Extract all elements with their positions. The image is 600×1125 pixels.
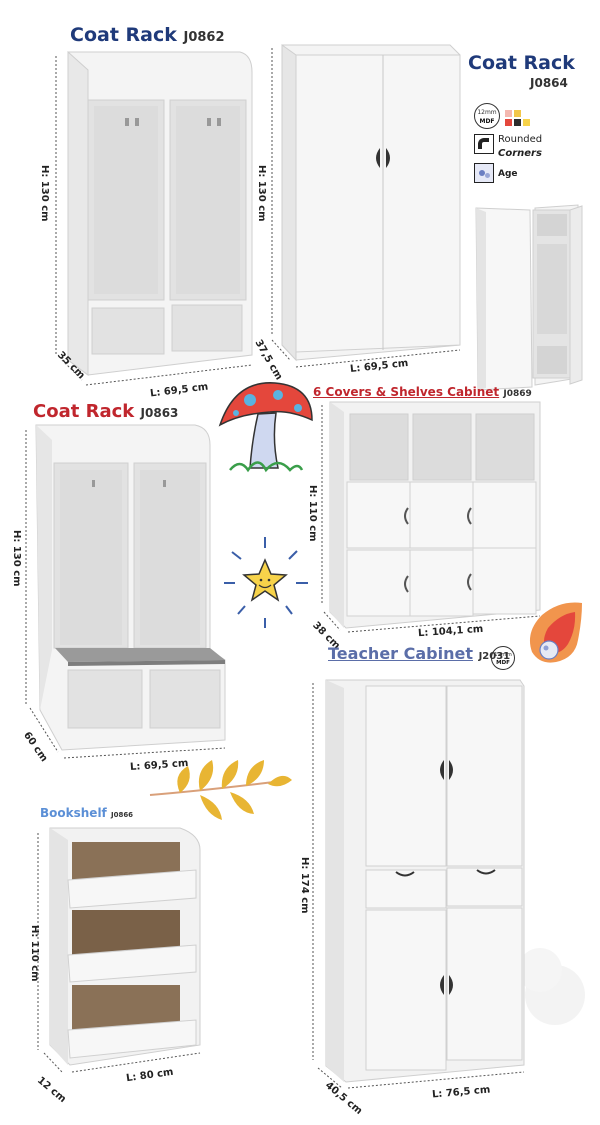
bookshelf-height: H: 110 cm [29,925,40,982]
coat-rack-j0863-title: Coat Rack J0863 [33,401,178,422]
teacher-cabinet-mdf-label: MDF [496,660,510,666]
coat-rack-j0862-code: J0862 [183,30,225,45]
age-label: Age [498,169,518,179]
mdf-badge-thickness: 12mm [477,109,497,116]
coat-rack-j0864-name: Coat Rack [468,52,575,74]
bookshelf-title: Bookshelf J0866 [40,806,133,820]
cabinet-j0869-title: 6 Covers & Shelves Cabinet J0869 [313,385,532,399]
cabinet-j0869-name: 6 Covers & Shelves Cabinet [313,385,500,399]
bookshelf-code: J0866 [110,811,134,819]
bookshelf-name: Bookshelf [40,806,107,820]
teacher-cabinet-mdf-badge: 12mm MDF [491,646,515,670]
cabinet-j0869-code: J0869 [503,389,532,399]
coat-rack-j0864-title: Coat Rack [468,52,575,74]
coat-rack-j0863-name: Coat Rack [33,401,135,422]
mdf-badge-label: MDF [479,118,495,125]
rounded-label: Rounded [498,134,543,145]
age-icon [474,163,494,183]
teacher-cabinet-name: Teacher Cabinet [328,644,473,663]
coat-rack-j0863-code: J0863 [140,406,179,420]
coat-rack-j0862-title: Coat Rack J0862 [70,24,225,46]
coat-rack-j0864-code: J0864 [530,76,568,90]
coat-rack-j0862-name: Coat Rack [70,24,177,46]
rounded-corners-icon [474,134,494,154]
teacher-cabinet-mdf-thickness: 12mm [494,652,512,658]
mdf-badge: 12mm MDF [474,103,500,129]
corners-label: Corners [498,148,542,159]
